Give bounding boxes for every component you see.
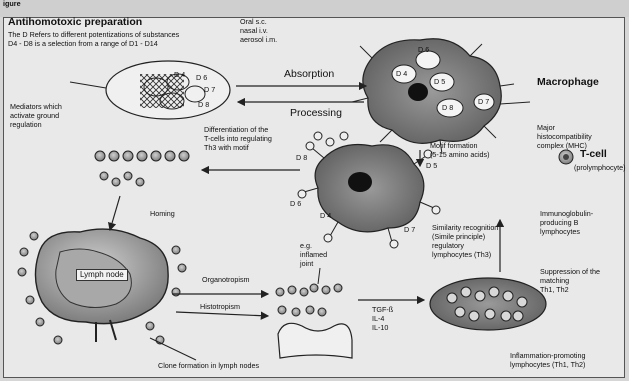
macrophage-shape	[352, 39, 514, 154]
tissue-shape	[430, 278, 546, 330]
t-cell-sub: (prolymphocyte)	[574, 164, 626, 172]
preparation-line2: D4 - D8 is a selection from a range of D…	[8, 40, 158, 48]
cell-d-label: D 7	[404, 226, 415, 234]
cell-d-label: D 4	[320, 212, 331, 220]
macrophage-d-label: D 5	[434, 78, 445, 86]
t-cell-label: T-cell	[580, 150, 607, 158]
motif-2: (5-15 amino acids)	[430, 151, 490, 159]
route-3: aerosol i.m.	[240, 36, 277, 44]
lymphocyte-group-homing	[100, 172, 144, 186]
mediators-pointer	[70, 82, 106, 88]
clone-pointer	[150, 338, 196, 360]
macrophage-d-label: D 8	[442, 104, 453, 112]
organotropism-label: Organotropism	[202, 276, 250, 284]
macrophage-label: Macrophage	[537, 78, 599, 86]
absorption-label: Absorption	[284, 70, 334, 78]
oval-d-label: D 4	[174, 71, 185, 79]
oval-d-label: D 7	[204, 86, 215, 94]
macrophage-d-label: D 7	[478, 98, 489, 106]
lymph-node-label: Lymph node	[76, 269, 128, 281]
similarity-4: lymphocytes (Th3)	[432, 251, 491, 259]
histotropism-label: Histotropism	[200, 303, 240, 311]
cell-d-label: D 8	[296, 154, 307, 162]
t-cell-shape	[559, 150, 573, 164]
inflamed-pointer	[318, 268, 320, 284]
macrophage-d-label: D 6	[418, 46, 429, 54]
histotropism-arrow	[176, 312, 268, 316]
lymphocyte-chain	[276, 284, 342, 316]
homing-label: Homing	[150, 210, 175, 218]
homing-arrow	[110, 196, 120, 230]
suppression-3: Th1, Th2	[540, 286, 569, 294]
processing-label: Processing	[290, 109, 342, 117]
cell-d-label: D 6	[290, 200, 301, 208]
differentiation-3: Th3 with motif	[204, 144, 249, 152]
macrophage-d-label: D 4	[396, 70, 407, 78]
oval-d-label: D 8	[198, 101, 209, 109]
mhc-pointer	[500, 102, 530, 104]
inflamed-3: joint	[300, 260, 313, 268]
lymphocyte-row	[95, 151, 189, 161]
mediators-3: regulation	[10, 121, 42, 129]
oval-d-label: D 6	[196, 74, 207, 82]
preparation-title: Antihomotoxic preparation	[8, 18, 142, 26]
clone-label: Clone formation in lymph nodes	[158, 362, 259, 370]
activated-cell-shape	[298, 132, 440, 248]
inflammation-2: lymphocytes (Th1, Th2)	[510, 361, 585, 369]
immunoglobulin-3: lymphocytes	[540, 228, 580, 236]
inflamed-joint-shape	[278, 323, 352, 358]
cytokine-3: IL-10	[372, 324, 388, 332]
cell-d-label: D 5	[426, 162, 437, 170]
